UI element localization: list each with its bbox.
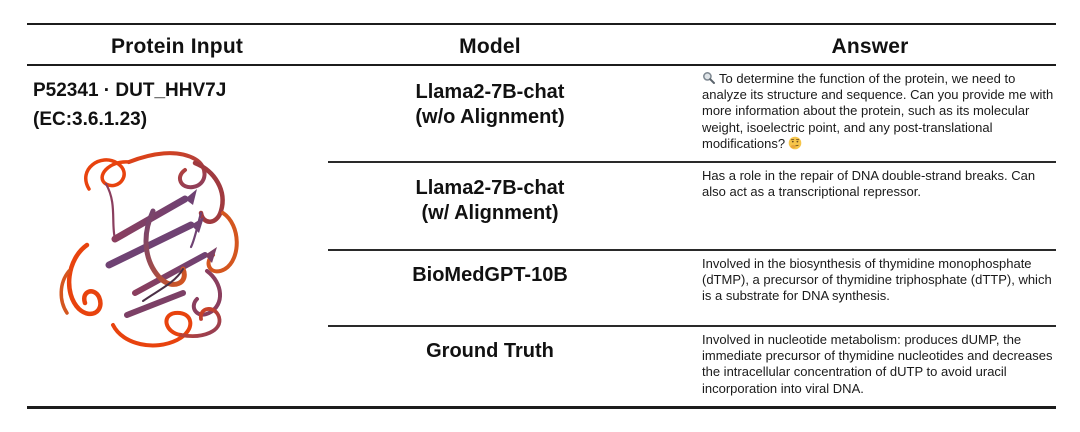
table-header-rule	[27, 64, 1056, 66]
protein-ribbon-structure-image	[59, 151, 239, 348]
answer-text: Has a role in the repair of DNA double-s…	[702, 168, 1036, 200]
model-name-line1: BioMedGPT-10B	[412, 264, 568, 286]
model-name-row-1: Llama2-7B-chat (w/o Alignment)	[330, 80, 650, 130]
row-divider-3	[328, 325, 1056, 327]
magnifying-glass-icon	[702, 71, 716, 85]
model-name-line1: Llama2-7B-chat	[415, 177, 565, 199]
column-header-model: Model	[459, 35, 521, 58]
thinking-face-icon	[788, 136, 802, 150]
answer-row-1: To determine the function of the protein…	[702, 71, 1058, 152]
table-top-rule	[27, 23, 1056, 25]
model-name-row-4: Ground Truth	[330, 339, 650, 364]
model-name-line2: (w/ Alignment)	[421, 202, 559, 224]
column-header-protein-input: Protein Input	[110, 35, 244, 58]
answer-row-3: Involved in the biosynthesis of thymidin…	[702, 256, 1058, 305]
answer-row-2: Has a role in the repair of DNA double-s…	[702, 168, 1058, 200]
protein-ec-number: (EC:3.6.1.23)	[33, 109, 148, 130]
protein-accession: P52341 · DUT_HHV7J	[33, 80, 227, 101]
table-bottom-rule	[27, 406, 1056, 409]
answer-row-4: Involved in nucleotide metabolism: produ…	[702, 332, 1058, 397]
model-name-row-2: Llama2-7B-chat (w/ Alignment)	[330, 176, 650, 226]
column-header-answer: Answer	[831, 35, 909, 58]
model-name-line1: Ground Truth	[426, 340, 554, 362]
row-divider-1	[328, 161, 1056, 163]
answer-text: Involved in nucleotide metabolism: produ…	[702, 332, 1053, 396]
model-name-line1: Llama2-7B-chat	[415, 81, 565, 103]
answer-text: To determine the function of the protein…	[702, 71, 1054, 151]
model-name-row-3: BioMedGPT-10B	[330, 263, 650, 288]
protein-identifier: P52341 · DUT_HHV7J (EC:3.6.1.23)	[33, 76, 226, 134]
answer-text: Involved in the biosynthesis of thymidin…	[702, 256, 1052, 304]
model-name-line2: (w/o Alignment)	[415, 106, 565, 128]
row-divider-2	[328, 249, 1056, 251]
